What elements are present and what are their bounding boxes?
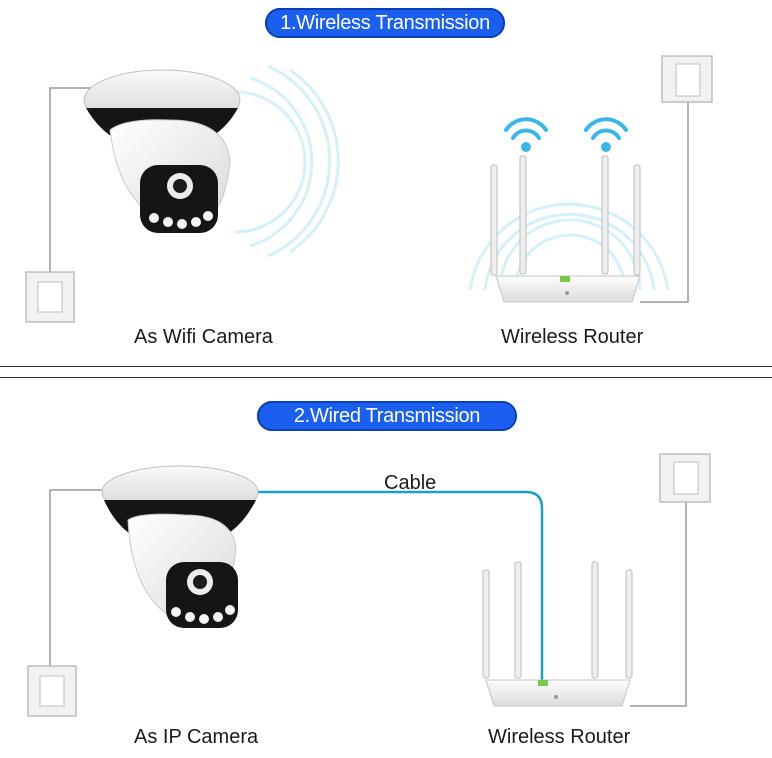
router2-power-cable (630, 500, 686, 706)
dome-camera-icon (102, 466, 258, 628)
camera1-signal-rings (235, 66, 338, 256)
camera2-power-cable (50, 490, 104, 690)
wall-socket-icon (26, 272, 74, 322)
dome-camera-icon (84, 70, 240, 233)
camera1-power-cable (50, 88, 90, 295)
wall-socket-icon (662, 56, 712, 102)
wall-socket-icon (28, 666, 76, 716)
wifi-icon (586, 119, 626, 150)
wireless-router-icon (483, 562, 632, 706)
camera1-label: As Wifi Camera (134, 326, 273, 349)
router1-label: Wireless Router (501, 326, 643, 349)
router2-label: Wireless Router (488, 726, 630, 749)
camera2-label: As IP Camera (134, 726, 258, 749)
cable-label: Cable (384, 472, 436, 495)
wall-socket-icon (660, 454, 710, 502)
network-cable (254, 492, 542, 680)
wifi-icon (506, 119, 546, 150)
